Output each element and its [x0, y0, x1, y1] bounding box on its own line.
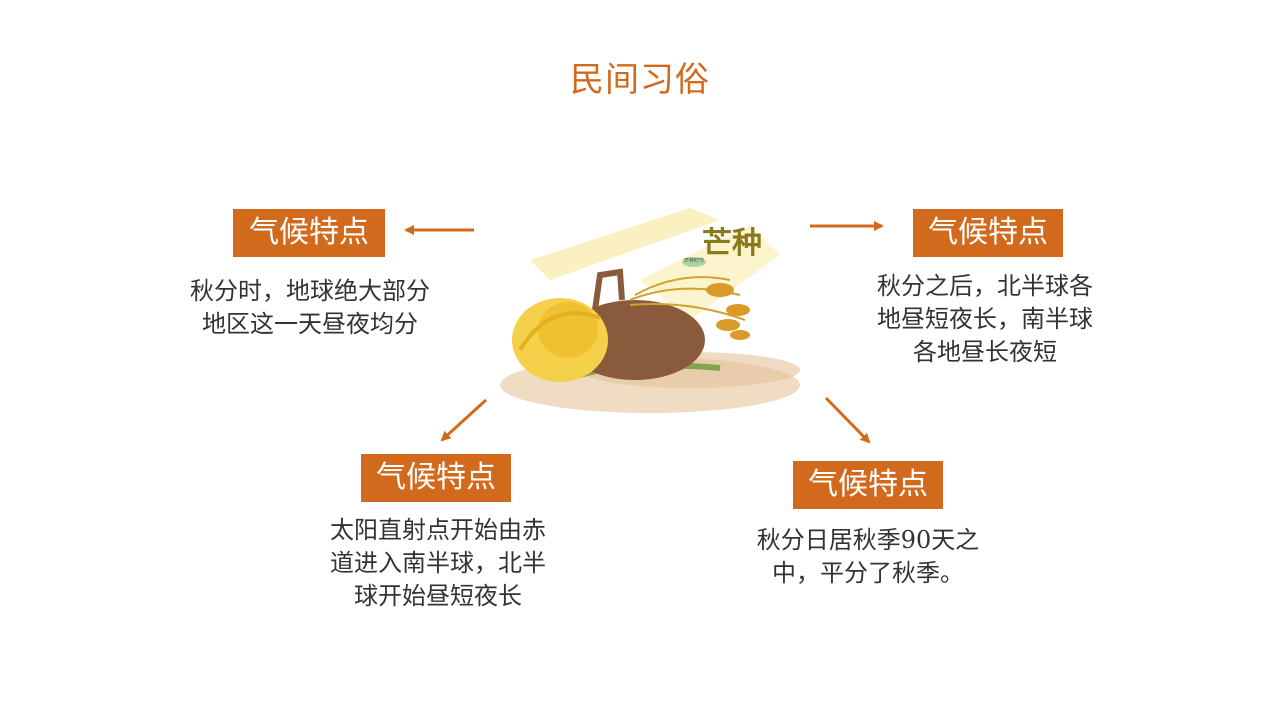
climate-desc-bottom-left: 太阳直射点开始由赤 道进入南半球，北半 球开始昼短夜长	[288, 514, 588, 613]
climate-label-bottom-right: 气候特点	[793, 461, 943, 509]
desc-line: 秋分时，地球绝大部分 地区这一天昼夜均分	[190, 277, 430, 338]
arrow-bottom-left	[440, 398, 488, 442]
climate-desc-bottom-right: 秋分日居秋季90天之 中，平分了秋季。	[718, 524, 1018, 590]
climate-label-top-left: 气候特点	[233, 209, 385, 257]
climate-desc-top-right: 秋分之后，北半球各 地昼短夜长，南半球 各地昼长夜短	[835, 270, 1135, 369]
page-title: 民间习俗	[570, 60, 710, 100]
desc-line: 秋分之后，北半球各 地昼短夜长，南半球 各地昼长夜短	[877, 272, 1093, 366]
climate-label-bottom-left: 气候特点	[361, 454, 511, 502]
climate-desc-top-left: 秋分时，地球绝大部分 地区这一天昼夜均分	[160, 275, 460, 341]
arrow-bottom-right	[824, 396, 871, 444]
seal-text: 芒种时节	[683, 258, 704, 264]
desc-line: 太阳直射点开始由赤 道进入南半球，北半 球开始昼短夜长	[330, 516, 546, 610]
desc-line: 秋分日居秋季90天之 中，平分了秋季。	[756, 526, 980, 587]
harvest-illustration: 芒种 芒种时节	[490, 200, 810, 420]
climate-label-top-right: 气候特点	[913, 209, 1063, 257]
calligraphy-text: 芒种	[702, 226, 762, 261]
